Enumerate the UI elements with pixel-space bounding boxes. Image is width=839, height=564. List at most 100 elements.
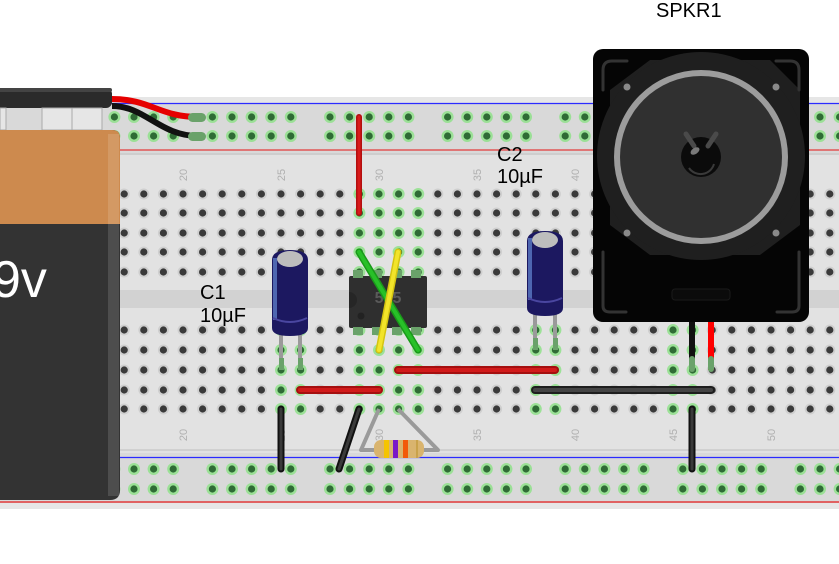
breadboard-hole[interactable] [177,246,189,258]
breadboard-hole[interactable] [491,188,503,200]
breadboard-hole[interactable] [206,130,219,142]
breadboard-hole[interactable] [451,324,463,336]
breadboard-hole[interactable] [314,207,326,219]
breadboard-hole[interactable] [491,246,503,258]
breadboard-hole[interactable] [471,324,483,336]
breadboard-hole[interactable] [716,483,728,495]
breadboard-hole[interactable] [216,344,228,356]
breadboard-hole[interactable] [197,384,209,396]
breadboard-hole[interactable] [510,246,522,258]
breadboard-hole[interactable] [157,364,169,376]
breadboard-hole[interactable] [471,207,483,219]
breadboard-hole[interactable] [412,188,425,200]
breadboard-hole[interactable] [255,364,267,376]
breadboard-hole[interactable] [343,130,356,142]
breadboard-hole[interactable] [363,483,376,495]
breadboard-hole[interactable] [314,364,326,376]
breadboard-hole[interactable] [128,483,140,495]
breadboard-hole[interactable] [275,188,287,200]
breadboard-hole[interactable] [432,344,444,356]
breadboard-hole[interactable] [745,364,757,376]
breadboard-hole[interactable] [245,130,258,142]
breadboard-hole[interactable] [637,463,650,475]
breadboard-hole[interactable] [569,344,581,356]
breadboard-hole[interactable] [324,463,336,475]
breadboard-hole[interactable] [471,188,483,200]
breadboard-hole[interactable] [314,344,326,356]
breadboard-hole[interactable] [510,384,522,396]
breadboard-hole[interactable] [138,364,150,376]
breadboard-hole[interactable] [363,463,376,475]
breadboard-hole[interactable] [471,246,483,258]
breadboard-hole[interactable] [578,483,591,495]
breadboard-hole[interactable] [334,188,346,200]
breadboard-hole[interactable] [236,227,248,239]
breadboard-hole[interactable] [559,130,572,142]
breadboard-hole[interactable] [676,463,689,475]
breadboard-hole[interactable] [569,364,581,376]
breadboard-hole[interactable] [236,403,248,415]
breadboard-hole[interactable] [824,188,836,200]
breadboard-hole[interactable] [628,403,640,415]
breadboard-hole[interactable] [765,344,777,356]
breadboard-hole[interactable] [118,344,130,356]
breadboard-hole[interactable] [147,463,160,475]
breadboard-hole[interactable] [578,463,591,475]
breadboard-hole[interactable] [392,188,405,200]
breadboard-hole[interactable] [628,344,640,356]
breadboard-hole[interactable] [833,463,839,475]
breadboard-hole[interactable] [500,483,513,495]
breadboard-hole[interactable] [363,130,376,142]
breadboard-hole[interactable] [726,403,738,415]
breadboard-hole[interactable] [804,403,816,415]
breadboard-hole[interactable] [726,324,738,336]
breadboard-hole[interactable] [432,227,444,239]
breadboard-hole[interactable] [833,111,839,123]
breadboard-hole[interactable] [785,364,797,376]
breadboard-hole[interactable] [510,403,522,415]
breadboard-hole[interactable] [314,403,326,415]
breadboard-hole[interactable] [402,111,415,123]
breadboard-hole[interactable] [334,324,346,336]
breadboard-hole[interactable] [275,384,287,396]
breadboard-hole[interactable] [520,111,532,123]
breadboard-hole[interactable] [108,111,121,123]
breadboard-hole[interactable] [157,227,169,239]
breadboard-hole[interactable] [461,111,474,123]
breadboard-hole[interactable] [157,384,169,396]
breadboard-hole[interactable] [236,266,248,278]
breadboard-hole[interactable] [138,344,150,356]
breadboard-hole[interactable] [236,207,248,219]
breadboard-hole[interactable] [255,188,267,200]
breadboard-hole[interactable] [265,463,278,475]
breadboard-hole[interactable] [373,227,385,239]
breadboard-hole[interactable] [118,266,130,278]
breadboard-hole[interactable] [226,463,238,475]
breadboard-hole[interactable] [343,111,356,123]
breadboard-hole[interactable] [284,111,297,123]
breadboard-hole[interactable] [559,463,572,475]
breadboard-hole[interactable] [118,403,130,415]
breadboard-hole[interactable] [373,188,385,200]
breadboard-hole[interactable] [765,324,777,336]
breadboard-hole[interactable] [324,111,336,123]
breadboard-hole[interactable] [206,463,219,475]
breadboard-hole[interactable] [216,207,228,219]
breadboard-hole[interactable] [451,344,463,356]
breadboard-hole[interactable] [491,207,503,219]
breadboard-hole[interactable] [451,403,463,415]
breadboard-hole[interactable] [745,324,757,336]
breadboard-hole[interactable] [628,364,640,376]
breadboard-hole[interactable] [824,403,836,415]
breadboard-hole[interactable] [824,227,836,239]
breadboard-hole[interactable] [480,463,493,475]
breadboard-hole[interactable] [197,246,209,258]
breadboard-hole[interactable] [833,483,839,495]
breadboard-hole[interactable] [314,246,326,258]
breadboard-hole[interactable] [814,111,826,123]
breadboard-hole[interactable] [726,364,738,376]
breadboard-hole[interactable] [255,266,267,278]
breadboard-hole[interactable] [245,111,258,123]
breadboard-hole[interactable] [138,227,150,239]
breadboard-hole[interactable] [206,483,219,495]
